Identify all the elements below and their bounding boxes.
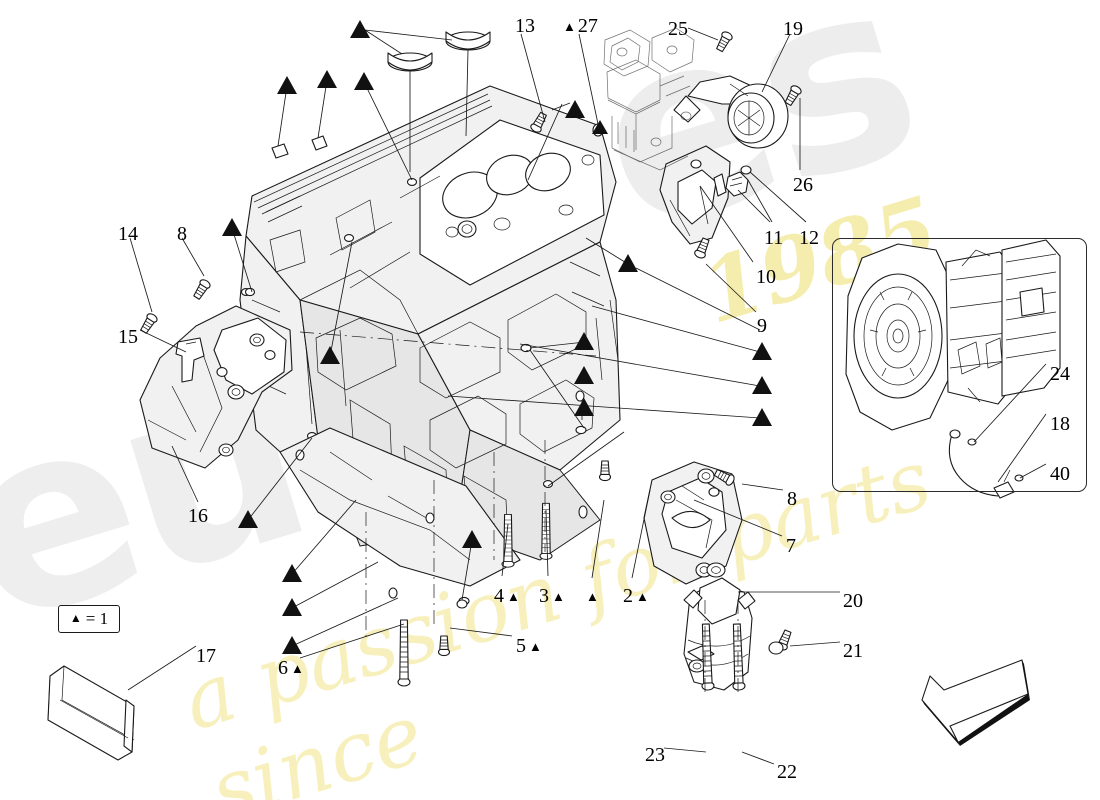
callout-40[interactable]: 40 [1050,463,1070,485]
legend-value: 1 [99,609,109,628]
long-bolt-6 [397,619,411,687]
bolt-2a [598,460,612,482]
callout-17[interactable]: 17 [196,645,216,667]
callout-9[interactable]: 9 [757,315,767,337]
legend-box: ▲ = 1 [58,605,120,633]
callout-8-left[interactable]: 8 [177,223,187,245]
callout-21[interactable]: 21 [843,640,863,662]
callout-22[interactable]: 22 [777,761,797,783]
bolt-5 [437,635,451,657]
callout-15[interactable]: 15 [118,326,138,348]
core-plug-set [387,31,491,72]
triangle-markers [222,20,772,654]
transmission-inset-panel [832,238,1087,492]
right-engine-mount-bracket [643,461,743,585]
front-cover-detail [603,27,695,171]
callout-5[interactable]: 5 [516,636,542,656]
callout-27[interactable]: 27 [563,16,598,36]
direction-arrow [921,659,1030,746]
legend-equals: = [85,609,96,628]
callout-11[interactable]: 11 [764,227,784,249]
bolt-25 [714,29,735,54]
callout-19[interactable]: 19 [783,18,803,40]
callout-16[interactable]: 16 [188,505,208,527]
callout-23[interactable]: 23 [645,744,665,766]
belt-tensioner-assembly [673,75,789,149]
callout-20[interactable]: 20 [843,590,863,612]
callout-13[interactable]: 13 [515,15,535,37]
gasket-shield-17 [47,665,135,761]
callout-unnumbered-triangle[interactable]: ▲ [586,589,599,604]
callout-7[interactable]: 7 [786,535,796,557]
callout-8-right[interactable]: 8 [787,488,797,510]
left-engine-mount-bracket [138,277,293,469]
callout-2[interactable]: 2 [623,586,649,606]
legend-triangle-icon: ▲ [69,610,82,625]
crankcase-lower-skirt [279,427,521,587]
callout-4[interactable]: 4 [494,586,520,606]
callout-14[interactable]: 14 [118,223,138,245]
callout-3[interactable]: 3 [539,586,565,606]
engine-mount-rubber [683,562,794,691]
callout-24[interactable]: 24 [1050,363,1070,385]
pin-b [456,599,468,609]
callout-10[interactable]: 10 [756,266,776,288]
engine-block [239,85,621,606]
sensor-cluster [713,165,752,197]
dowel-pin-set [271,135,328,159]
callout-25[interactable]: 25 [668,18,688,40]
leader-lines [127,27,1047,765]
pin-a [578,505,588,519]
callout-6[interactable]: 6 [278,658,304,678]
transmission-inset-art [845,239,1061,499]
callout-12[interactable]: 12 [799,227,819,249]
callout-18[interactable]: 18 [1050,413,1070,435]
timing-cover-bracket [659,145,731,245]
callout-26[interactable]: 26 [793,174,813,196]
